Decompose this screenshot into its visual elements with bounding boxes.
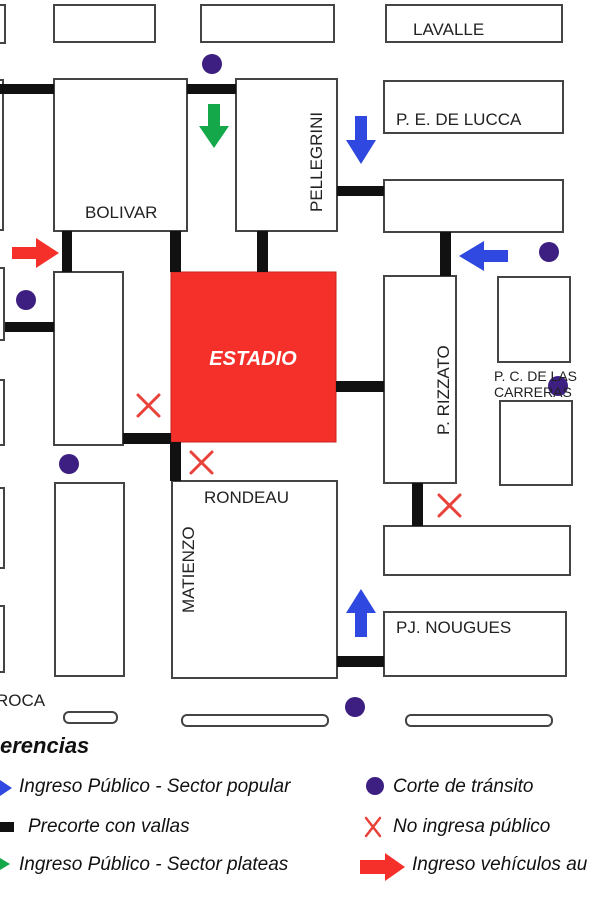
barrier bbox=[62, 231, 72, 272]
block-bottom-center bbox=[181, 714, 329, 727]
traffic-cut-dot bbox=[345, 697, 365, 717]
traffic-cut-dot bbox=[548, 376, 568, 396]
blue-arrow-up-icon bbox=[346, 589, 376, 637]
red-arrow-right-icon bbox=[12, 238, 59, 268]
barrier bbox=[170, 442, 181, 481]
street-label-pc-de-las-carreras-2: CARRERAS bbox=[494, 384, 572, 400]
block-pc-carreras-bottom bbox=[499, 400, 573, 486]
block-pe-de-lucca bbox=[383, 80, 564, 134]
block-bottom-right bbox=[405, 714, 553, 727]
block-top-center bbox=[53, 4, 156, 43]
traffic-cut-dot bbox=[539, 242, 559, 262]
legend-label-barrier: Precorte con vallas bbox=[28, 816, 190, 837]
barrier bbox=[123, 433, 171, 444]
block-left-edge-3 bbox=[0, 379, 5, 446]
block-right-lower bbox=[383, 525, 571, 576]
legend-label-traffic-cut: Corte de tránsito bbox=[393, 776, 534, 797]
block-rondeau-matienzo bbox=[171, 480, 338, 679]
street-label-pc-de-las-carreras: P. C. DE LAS bbox=[494, 368, 577, 384]
legend-label-public-plateas: Ingreso Público - Sector plateas bbox=[19, 854, 289, 875]
block-right-mid bbox=[383, 179, 564, 233]
block-left-lower bbox=[54, 482, 125, 677]
block-pellegrini bbox=[235, 78, 338, 232]
legend-blue-arrow-icon bbox=[0, 780, 12, 796]
barrier bbox=[440, 232, 451, 276]
green-arrow-down-icon bbox=[199, 104, 229, 148]
barrier bbox=[187, 84, 236, 94]
street-label-roca: ROCA bbox=[0, 691, 46, 710]
traffic-cut-dot bbox=[16, 290, 36, 310]
barrier bbox=[257, 231, 268, 272]
block-bottom-small bbox=[63, 711, 118, 724]
street-label-pj-nougues: PJ. NOUGUES bbox=[396, 618, 511, 637]
street-label-pe-de-lucca: P. E. DE LUCCA bbox=[396, 110, 522, 129]
barrier bbox=[337, 656, 384, 667]
block-left-edge-1 bbox=[0, 79, 4, 231]
legend-green-arrow-icon bbox=[0, 858, 10, 870]
block-top-mid bbox=[200, 4, 335, 43]
block-lavalle bbox=[385, 4, 563, 43]
stadium-block bbox=[170, 271, 337, 443]
block-bolivar bbox=[53, 78, 188, 232]
barrier bbox=[170, 231, 181, 272]
street-label-rondeau: RONDEAU bbox=[204, 488, 289, 507]
barrier bbox=[412, 483, 423, 526]
traffic-cut-dot bbox=[59, 454, 79, 474]
block-pj-nougues bbox=[383, 611, 567, 677]
street-label-bolivar: BOLIVAR bbox=[85, 203, 157, 222]
blue-arrow-left-icon bbox=[459, 241, 508, 271]
legend-label-public-popular: Ingreso Público - Sector popular bbox=[19, 776, 291, 797]
barrier bbox=[336, 381, 384, 392]
street-label-p-rizzato: P. RIZZATO bbox=[434, 345, 453, 435]
no-entry-x-icon bbox=[437, 493, 462, 518]
stadium-label: ESTADIO bbox=[209, 348, 297, 370]
street-label-lavalle: LAVALLE bbox=[413, 20, 484, 39]
legend-red-x-icon bbox=[364, 816, 382, 838]
barrier bbox=[5, 322, 54, 332]
block-left-tall bbox=[53, 271, 124, 446]
traffic-cut-dot bbox=[202, 54, 222, 74]
barrier bbox=[0, 84, 54, 94]
blue-arrow-down-icon bbox=[346, 116, 376, 164]
block-left-edge-2 bbox=[0, 267, 5, 341]
street-label-pellegrini: PELLEGRINI bbox=[307, 112, 326, 212]
legend-purple-dot-icon bbox=[366, 777, 384, 795]
legend-red-arrow-icon bbox=[360, 853, 405, 881]
legend-title: erencias bbox=[0, 733, 90, 758]
no-entry-x-icon bbox=[136, 393, 161, 418]
block-top-left-edge bbox=[0, 4, 6, 44]
street-label-matienzo: MATIENZO bbox=[179, 526, 198, 613]
legend-label-vehicle-entry: Ingreso vehículos au bbox=[412, 854, 588, 875]
legend-black-bar-icon bbox=[0, 822, 14, 832]
block-left-edge-4 bbox=[0, 487, 5, 569]
no-entry-x-icon bbox=[189, 450, 214, 475]
block-left-edge-5 bbox=[0, 605, 5, 673]
legend-label-no-public: No ingresa público bbox=[393, 816, 551, 837]
block-pc-carreras-top bbox=[497, 276, 571, 363]
barrier bbox=[337, 186, 384, 196]
